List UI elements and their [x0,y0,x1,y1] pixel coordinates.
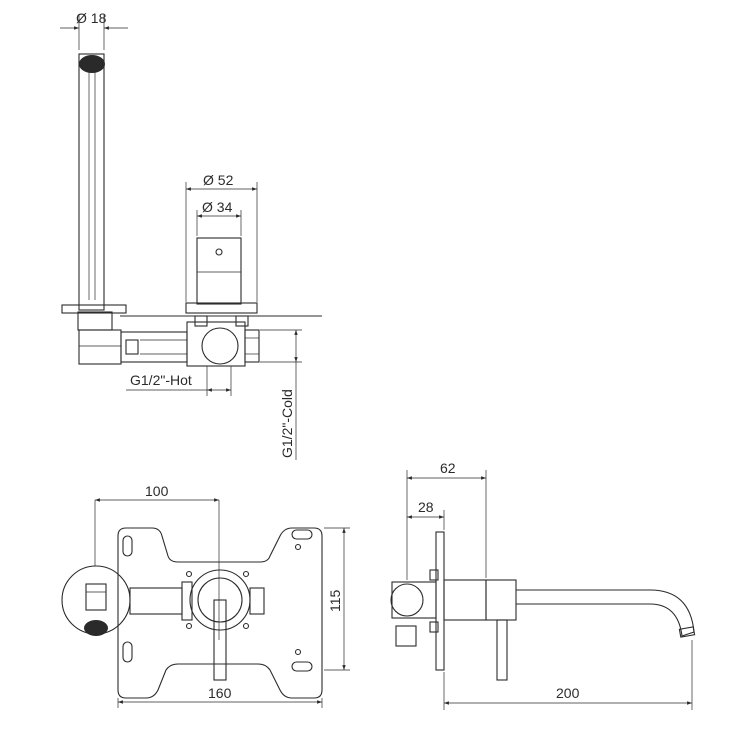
valve-body-top [186,315,260,367]
label-160: 160 [208,685,232,701]
side-handle-body [443,579,487,621]
label-d34: Ø 34 [202,199,233,215]
front-view: 100 115 160 [61,483,350,708]
mixer-handle-top [185,237,258,314]
dim-diameter-18: Ø 18 [60,10,128,50]
side-spout [516,589,695,637]
side-wall-plate [435,531,445,671]
label-d18: Ø 18 [76,10,107,26]
label-62: 62 [440,460,456,476]
connector-body-front [129,587,183,615]
spout-outlet-icon-front [84,620,108,636]
dim-cold-inlet: G1/2"-Cold [260,329,302,460]
dim-length-200: 200 [443,640,693,710]
dim-depth-62: 62 [406,460,487,580]
dim-diameter-52: Ø 52 [185,172,258,302]
top-view: Ø 18 [60,10,322,460]
dim-width-160: 160 [117,685,323,708]
connecting-pipe [120,331,188,363]
mounting-bracket [117,527,323,699]
dim-depth-28: 28 [407,499,445,530]
spout-wall-flange [61,304,127,314]
label-115: 115 [327,589,343,612]
label-28: 28 [418,499,434,515]
dim-height-115: 115 [324,527,350,671]
valve-front [189,569,265,681]
spout-outlet-icon [79,55,105,73]
dim-diameter-34: Ø 34 [196,199,242,236]
side-lever [496,619,508,681]
label-100: 100 [145,483,169,499]
label-cold: G1/2"-Cold [279,389,295,458]
label-d52: Ø 52 [203,172,234,188]
spout-elbow [77,311,122,365]
spout-outlet-front [61,565,131,636]
handle-indicator-icon [215,248,223,256]
side-valve-body [390,569,439,647]
spout-tube-top [78,53,105,311]
bracket-slots [122,529,313,672]
dim-width-100: 100 [94,483,219,566]
lever-handle [213,599,227,681]
dim-hot-inlet: G1/2"-Hot [126,366,232,396]
side-view: 62 28 200 [390,460,696,710]
cold-inlet-nut [244,329,260,363]
label-200: 200 [556,685,580,701]
label-hot: G1/2"-Hot [130,372,192,388]
valve-cartridge-circle [201,327,239,365]
